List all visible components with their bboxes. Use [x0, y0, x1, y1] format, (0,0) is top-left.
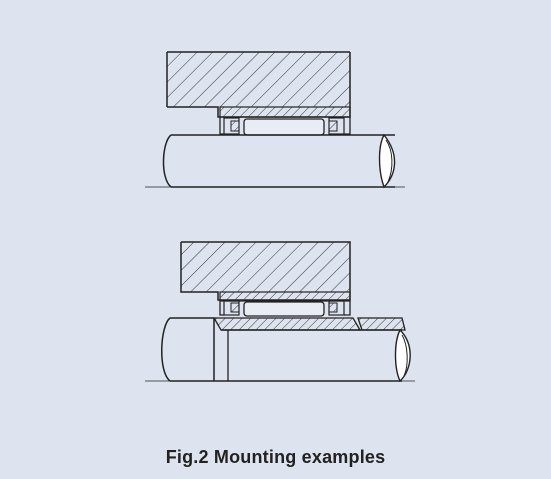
housing-bottom: [180, 241, 351, 301]
example-bottom: [145, 241, 415, 383]
housing-top: [166, 51, 351, 118]
bearing-bottom: [219, 291, 351, 317]
example-top: [145, 51, 405, 189]
bearing-top: [219, 106, 351, 136]
figure-caption: Fig.2 Mounting examples: [165, 447, 386, 467]
inner-ring-bottom: [212, 317, 406, 331]
shaft-bottom: [145, 317, 415, 383]
shaft-top: [145, 133, 405, 189]
